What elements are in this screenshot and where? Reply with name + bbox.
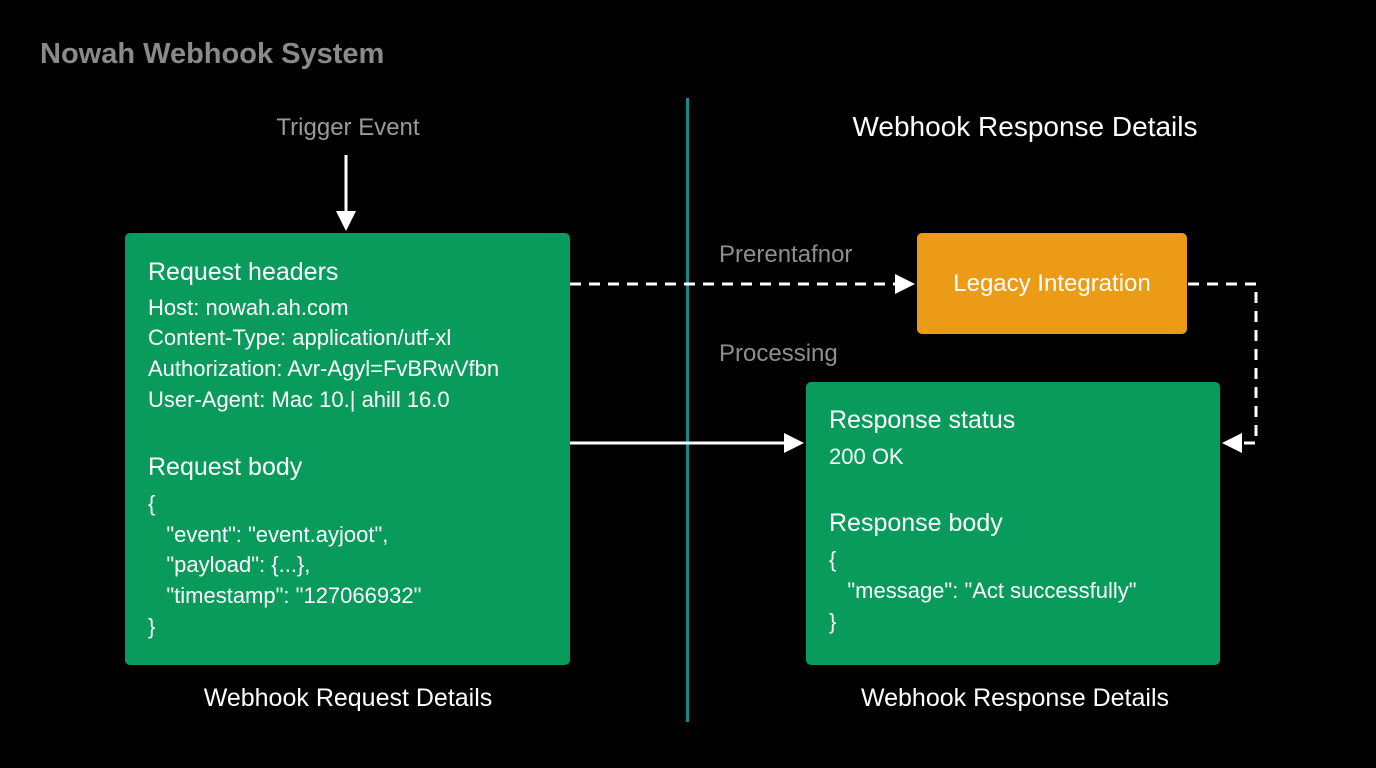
response-section-heading: Webhook Response Details xyxy=(852,111,1198,142)
legacy-dashed-arrow xyxy=(570,274,915,294)
response-status-title: Response status xyxy=(829,406,1016,434)
page-title: Nowah Webhook System xyxy=(40,38,385,70)
request-body-line: } xyxy=(148,614,156,639)
request-caption: Webhook Request Details xyxy=(203,684,493,712)
legacy-return-dashed-arrow xyxy=(1188,282,1258,453)
trigger-event-label: Trigger Event xyxy=(276,114,420,141)
request-body-line: "event": "event.ayjoot", xyxy=(148,522,389,547)
response-body-title: Response body xyxy=(829,509,1003,537)
response-status-value: 200 OK xyxy=(829,444,904,469)
processing-arrow xyxy=(570,433,804,453)
trigger-down-arrow xyxy=(336,155,356,231)
response-details-box: Response status 200 OK Response body { "… xyxy=(806,382,1220,665)
legacy-integration-box: Legacy Integration xyxy=(917,233,1187,334)
flow-label-top: Prerentafnor xyxy=(719,241,853,268)
request-body-line: "payload": {...}, xyxy=(148,552,311,577)
response-body-line: { xyxy=(829,547,837,572)
response-caption: Webhook Response Details xyxy=(860,684,1170,712)
request-header-line: Content-Type: application/utf-xl xyxy=(148,325,452,350)
request-details-box: Request headers Host: nowah.ah.com Conte… xyxy=(125,233,570,665)
request-header-line: Host: nowah.ah.com xyxy=(148,295,349,320)
request-header-line: Authorization: Avr-Agyl=FvBRwVfbn xyxy=(148,356,500,381)
request-body-line: { xyxy=(148,491,156,516)
request-headers-title: Request headers xyxy=(148,258,339,286)
request-body-title: Request body xyxy=(148,453,303,481)
request-header-line: User-Agent: Mac 10.| ahill 16.0 xyxy=(148,387,450,412)
response-body-line: } xyxy=(829,609,837,634)
flow-label-processing: Processing xyxy=(719,340,838,367)
legacy-integration-label: Legacy Integration xyxy=(953,269,1151,297)
section-divider xyxy=(686,98,689,722)
response-body-line: "message": "Act successfully" xyxy=(829,578,1137,603)
request-body-line: "timestamp": "127066932" xyxy=(148,583,422,608)
